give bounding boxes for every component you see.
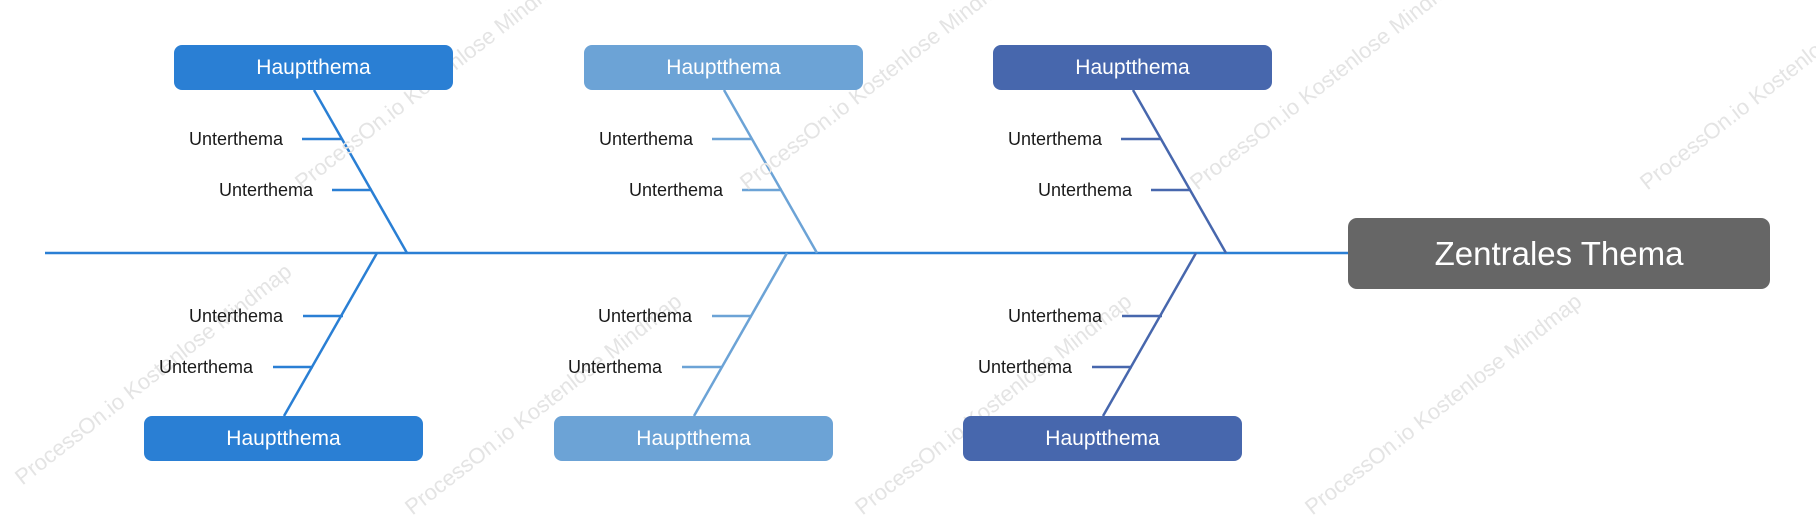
main-topic-bottom-1[interactable]: Hauptthema: [144, 416, 423, 461]
main-topic-top-1[interactable]: Hauptthema: [174, 45, 453, 90]
subtopic[interactable]: Unterthema: [598, 129, 693, 149]
rib-line: [722, 89, 819, 254]
main-topic-bottom-3[interactable]: Hauptthema: [963, 416, 1242, 461]
rib-line: [282, 252, 379, 417]
subtopic[interactable]: Unterthema: [218, 180, 313, 200]
main-topic-top-3[interactable]: Hauptthema: [993, 45, 1272, 90]
central-topic[interactable]: Zentrales Thema: [1348, 218, 1770, 289]
main-topic-bottom-2[interactable]: Hauptthema: [554, 416, 833, 461]
rib-line: [1101, 252, 1198, 417]
subtopic[interactable]: Unterthema: [567, 357, 662, 377]
subtopic[interactable]: Unterthema: [1007, 129, 1102, 149]
subtopic[interactable]: Unterthema: [188, 129, 283, 149]
subtopic[interactable]: Unterthema: [1037, 180, 1132, 200]
rib-line: [312, 89, 409, 254]
main-topic-top-2[interactable]: Hauptthema: [584, 45, 863, 90]
subtopic[interactable]: Unterthema: [1007, 306, 1102, 326]
subtopic[interactable]: Unterthema: [158, 357, 253, 377]
subtopic[interactable]: Unterthema: [628, 180, 723, 200]
subtopic[interactable]: Unterthema: [977, 357, 1072, 377]
subtopic[interactable]: Unterthema: [597, 306, 692, 326]
rib-line: [1131, 89, 1228, 254]
rib-line: [692, 252, 789, 417]
subtopic[interactable]: Unterthema: [188, 306, 283, 326]
